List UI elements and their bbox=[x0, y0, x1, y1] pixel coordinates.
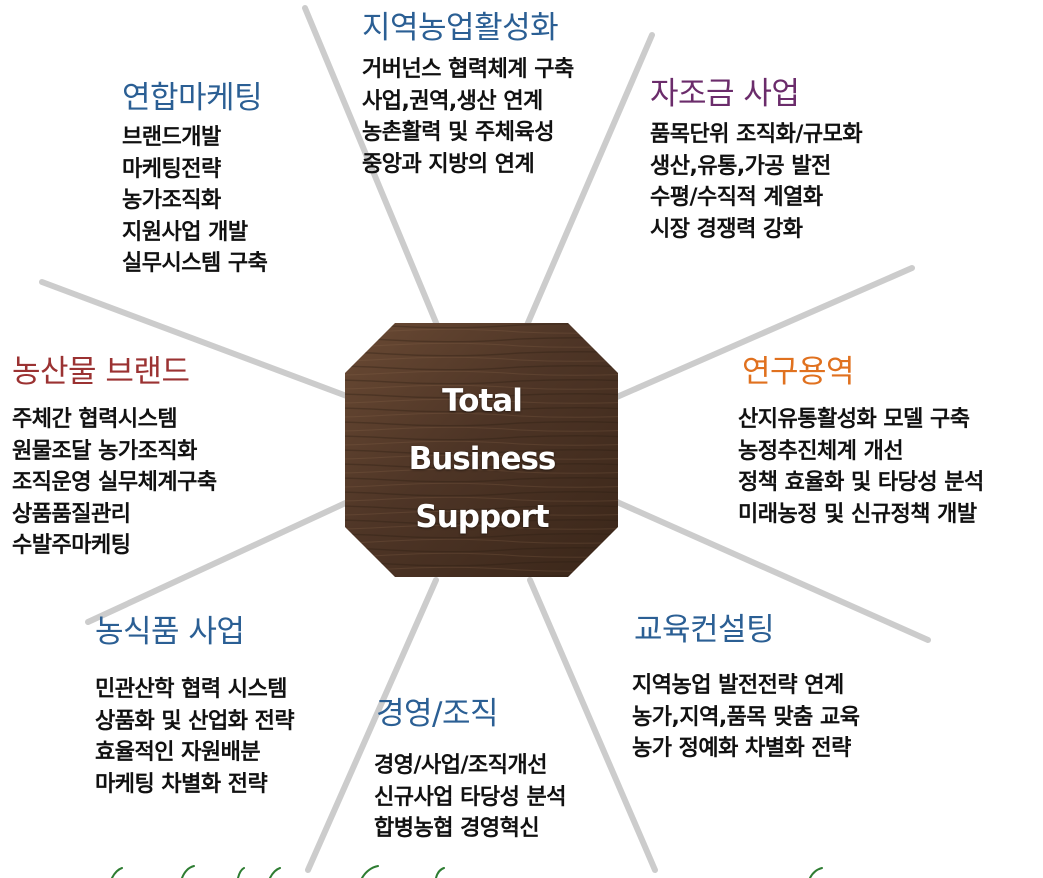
section-title-agri-brand: 농산물 브랜드 bbox=[12, 354, 190, 390]
hub-label: Total Business Support bbox=[384, 372, 580, 546]
list-item: 합병농협 경영혁신 bbox=[374, 816, 540, 841]
list-item: 지역농업 발전전략 연계 bbox=[632, 673, 844, 698]
list-item: 민관산학 협력 시스템 bbox=[95, 677, 287, 702]
ray-upper-right bbox=[607, 265, 915, 403]
section-title-self-help-fund: 자조금 사업 bbox=[650, 76, 800, 112]
list-item: 농가,지역,품목 맞춤 교육 bbox=[632, 704, 860, 730]
hub-line-1: Total bbox=[442, 383, 523, 419]
section-title-research: 연구용역 bbox=[742, 354, 855, 390]
list-item: 생산,유통,가공 발전 bbox=[650, 153, 831, 179]
section-list-agrifood: 민관산학 협력 시스템 상품화 및 산업화 전략 효율적인 자원배분 마케팅 차… bbox=[95, 674, 295, 800]
list-item: 상품품질관리 bbox=[12, 501, 131, 527]
list-item: 정책 효율화 및 타당성 분석 bbox=[738, 470, 984, 495]
section-title-agrifood: 농식품 사업 bbox=[95, 614, 245, 650]
list-item: 품목단위 조직화/규모화 bbox=[650, 122, 863, 147]
list-item: 미래농정 및 신규정책 개발 bbox=[738, 501, 977, 527]
list-item: 지원사업 개발 bbox=[122, 219, 248, 245]
ray-lower-right bbox=[605, 495, 931, 643]
section-title-joint-marketing: 연합마케팅 bbox=[122, 80, 263, 116]
list-item: 조직운영 실무체계구축 bbox=[12, 470, 217, 495]
decorative-sprouts bbox=[111, 865, 823, 878]
hub-line-2: Business bbox=[408, 441, 557, 477]
hub-octagon bbox=[345, 323, 618, 577]
list-item: 원물조달 농가조직화 bbox=[12, 438, 197, 464]
list-item: 신규사업 타당성 분석 bbox=[374, 784, 566, 810]
list-item: 상품화 및 산업화 전략 bbox=[95, 708, 295, 734]
connector-rays bbox=[39, 5, 931, 873]
list-item: 농가 정예화 차별화 전략 bbox=[632, 736, 851, 761]
list-item: 산지유통활성화 모델 구축 bbox=[738, 407, 970, 432]
section-list-management: 경영/사업/조직개선 신규사업 타당성 분석 합병농협 경영혁신 bbox=[374, 750, 566, 845]
list-item: 사업,권역,생산 연계 bbox=[362, 88, 543, 114]
section-title-regional-revitalization: 지역농업활성화 bbox=[362, 10, 559, 46]
list-item: 거버넌스 협력체계 구축 bbox=[362, 57, 574, 82]
list-item: 시장 경쟁력 강화 bbox=[650, 216, 803, 242]
list-item: 브랜드개발 bbox=[122, 125, 221, 150]
list-item: 수발주마케팅 bbox=[12, 533, 131, 558]
list-item: 경영/사업/조직개선 bbox=[374, 753, 547, 778]
section-list-joint-marketing: 브랜드개발 마케팅전략 농가조직화 지원사업 개발 실무시스템 구축 bbox=[122, 122, 268, 280]
hub-line-3: Support bbox=[415, 499, 549, 535]
section-list-agri-brand: 주체간 협력시스템 원물조달 농가조직화 조직운영 실무체계구축 상품품질관리 … bbox=[12, 404, 217, 562]
ray-top-right bbox=[524, 32, 655, 328]
section-list-regional-revitalization: 거버넌스 협력체계 구축 사업,권역,생산 연계 농촌활력 및 주체육성 중앙과… bbox=[362, 54, 574, 180]
ray-top bbox=[302, 5, 440, 328]
section-list-research: 산지유통활성화 모델 구축 농정추진체계 개선 정책 효율화 및 타당성 분석 … bbox=[738, 404, 984, 530]
list-item: 농가조직화 bbox=[122, 188, 221, 213]
list-item: 효율적인 자원배분 bbox=[95, 740, 261, 765]
list-item: 중앙과 지방의 연계 bbox=[362, 151, 535, 177]
list-item: 주체간 협력시스템 bbox=[12, 407, 178, 432]
list-item: 수평/수직적 계열화 bbox=[650, 185, 823, 210]
ray-bottom-left bbox=[305, 577, 439, 873]
list-item: 마케팅 차별화 전략 bbox=[95, 771, 268, 797]
section-title-education: 교육컨설팅 bbox=[634, 612, 775, 648]
list-item: 마케팅전략 bbox=[122, 156, 221, 182]
ray-lower-left bbox=[85, 497, 355, 625]
ray-upper-left bbox=[39, 279, 355, 401]
section-list-education: 지역농업 발전전략 연계 농가,지역,품목 맞춤 교육 농가 정예화 차별화 전… bbox=[632, 670, 860, 765]
section-list-self-help-fund: 품목단위 조직화/규모화 생산,유통,가공 발전 수평/수직적 계열화 시장 경… bbox=[650, 119, 863, 245]
list-item: 농정추진체계 개선 bbox=[738, 438, 904, 464]
list-item: 농촌활력 및 주체육성 bbox=[362, 120, 554, 145]
list-item: 실무시스템 구축 bbox=[122, 251, 268, 276]
section-title-management: 경영/조직 bbox=[376, 696, 499, 732]
ray-bottom-right bbox=[527, 577, 658, 873]
